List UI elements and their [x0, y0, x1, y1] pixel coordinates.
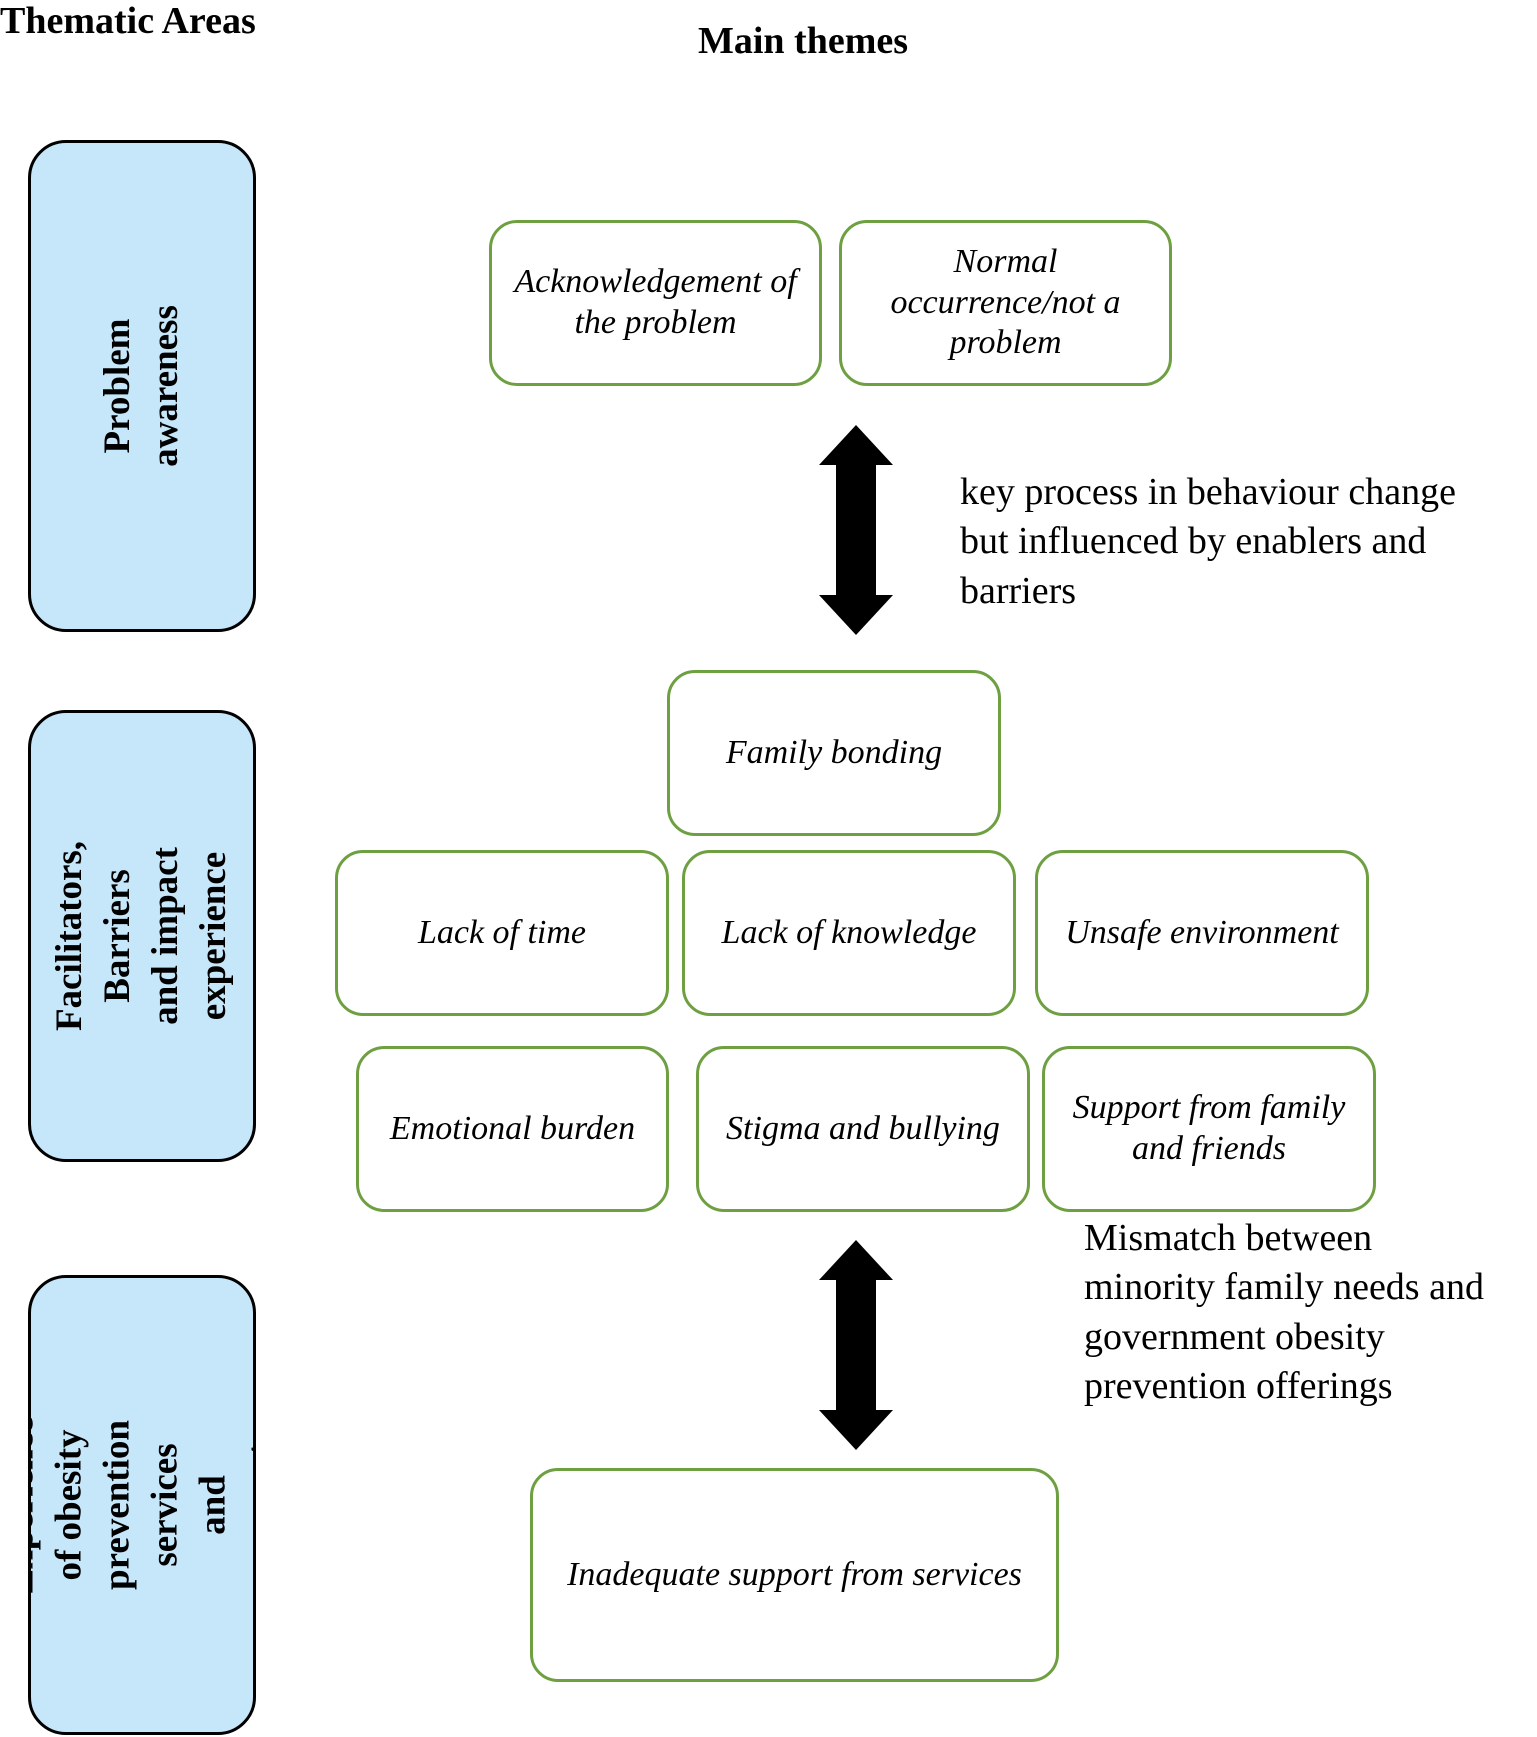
theme-emotional-burden: Emotional burden	[356, 1046, 669, 1212]
theme-lack-of-time: Lack of time	[335, 850, 669, 1016]
area-problem-awareness-label: Problem awareness	[96, 305, 186, 467]
note-key-process: key process in behaviour change but infl…	[960, 471, 1456, 612]
theme-stigma-bullying-label: Stigma and bullying	[726, 1109, 1000, 1147]
theme-inadequate-support-label: Inadequate support from services	[567, 1555, 1022, 1593]
area-experience-services: Experience of obesity prevention service…	[28, 1275, 256, 1735]
theme-acknowledgement-label: Acknowledgement of the problem	[514, 263, 797, 341]
theme-lack-of-knowledge-label: Lack of knowledge	[721, 913, 977, 951]
theme-normal-occurrence: Normal occurrence/not a problem	[839, 220, 1172, 386]
area-facilitators-barriers-label: Facilitators, Barriers and impact experi…	[48, 840, 235, 1032]
note-mismatch: Mismatch between minority family needs a…	[1084, 1217, 1484, 1408]
area-experience-services-label: Experience of obesity prevention service…	[28, 1416, 256, 1594]
theme-lack-of-time-label: Lack of time	[417, 913, 587, 951]
area-facilitators-barriers: Facilitators, Barriers and impact experi…	[28, 710, 256, 1162]
theme-inadequate-support: Inadequate support from services	[530, 1468, 1059, 1682]
theme-emotional-burden-label: Emotional burden	[389, 1109, 636, 1147]
theme-support-family-friends-label: Support from family and friends	[1072, 1089, 1346, 1167]
area-problem-awareness: Problem awareness	[28, 140, 256, 632]
main-themes-heading: Main themes	[698, 20, 909, 62]
theme-unsafe-environment: Unsafe environment	[1035, 850, 1369, 1016]
double-arrow-upper	[819, 425, 893, 635]
theme-acknowledgement: Acknowledgement of the problem	[489, 220, 822, 386]
thematic-areas-heading: Thematic Areas	[0, 0, 256, 42]
theme-unsafe-environment-label: Unsafe environment	[1065, 913, 1339, 951]
theme-lack-of-knowledge: Lack of knowledge	[682, 850, 1016, 1016]
theme-family-bonding: Family bonding	[667, 670, 1001, 836]
theme-family-bonding-label: Family bonding	[725, 733, 943, 771]
double-arrow-lower	[819, 1240, 893, 1450]
theme-support-family-friends: Support from family and friends	[1042, 1046, 1376, 1212]
theme-normal-occurrence-label: Normal occurrence/not a problem	[890, 242, 1121, 362]
theme-stigma-bullying: Stigma and bullying	[696, 1046, 1030, 1212]
